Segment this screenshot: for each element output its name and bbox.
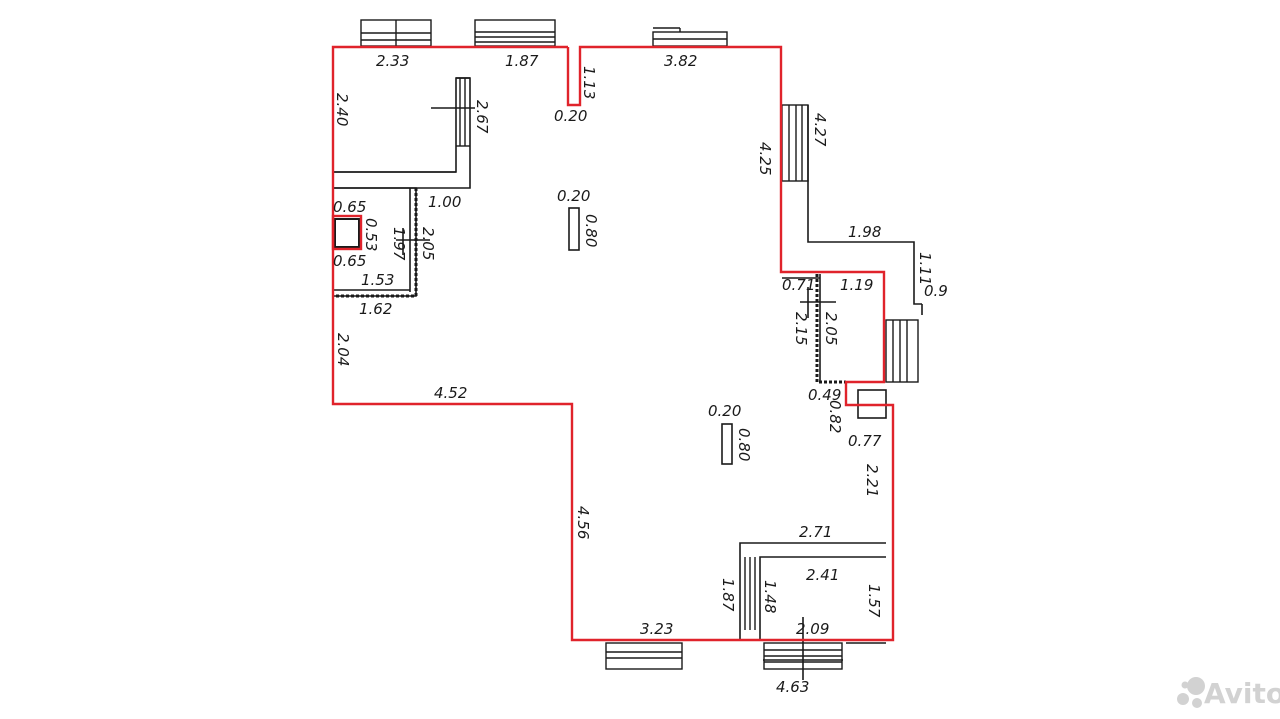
dim-3-82: 3.82 xyxy=(664,52,697,70)
balcony-outline xyxy=(807,105,922,305)
dim-4-27: 4.27 xyxy=(811,113,829,147)
bottom-right-room-outline xyxy=(739,542,886,640)
dim-0-77: 0.77 xyxy=(848,432,882,450)
window-bottom-right-room xyxy=(744,557,756,630)
dim-1-87-top: 1.87 xyxy=(505,52,539,70)
dim-0-80-col2: 0.80 xyxy=(735,428,753,461)
dim-4-63: 4.63 xyxy=(776,678,809,696)
dim-0-20-col1: 0.20 xyxy=(557,187,590,205)
dim-1-53: 1.53 xyxy=(361,271,394,289)
dim-2-15: 2.15 xyxy=(792,312,810,345)
dim-0-9: 0.9 xyxy=(924,282,948,300)
dim-0-82: 0.82 xyxy=(826,400,844,433)
watermark-text: Avito xyxy=(1204,677,1280,710)
dim-0-65-a: 0.65 xyxy=(333,198,366,216)
dim-1-97: 1.97 xyxy=(390,227,408,261)
dim-0-71: 0.71 xyxy=(782,276,815,294)
column-1 xyxy=(568,207,580,251)
left-niche-box xyxy=(334,218,360,248)
outer-wall-main xyxy=(331,45,895,642)
dim-2-40: 2.40 xyxy=(333,93,351,126)
dim-0-80-col1: 0.80 xyxy=(582,214,600,247)
dim-2-05-right: 2.05 xyxy=(822,312,840,345)
bathroom-thick-walls xyxy=(333,188,846,384)
dim-0-53: 0.53 xyxy=(362,218,380,251)
window-left-room-radiator xyxy=(456,78,470,147)
dim-2-41: 2.41 xyxy=(806,566,839,584)
dim-3-23: 3.23 xyxy=(640,620,673,638)
dim-2-67: 2.67 xyxy=(473,100,491,134)
dim-0-65-b: 0.65 xyxy=(333,252,366,270)
dim-1-98: 1.98 xyxy=(848,223,881,241)
dim-2-21: 2.21 xyxy=(863,464,881,497)
bottom-right-room-inner xyxy=(759,556,886,640)
watermark: Avito xyxy=(1177,677,1280,710)
window-top-right xyxy=(652,27,728,47)
dim-2-33: 2.33 xyxy=(376,52,409,70)
left-niche-red xyxy=(331,214,363,251)
dimension-labels: 2.33 1.87 1.13 3.82 2.40 2.67 0.20 4.27 … xyxy=(333,52,948,696)
dim-1-00: 1.00 xyxy=(428,193,461,211)
dim-4-56: 4.56 xyxy=(574,506,592,539)
dim-4-52: 4.52 xyxy=(434,384,467,402)
window-top-left xyxy=(360,19,432,47)
avito-dots-icon xyxy=(1177,677,1205,708)
window-right xyxy=(885,319,919,383)
dim-1-19: 1.19 xyxy=(840,276,873,294)
dim-4-25: 4.25 xyxy=(756,142,774,175)
dim-0-49: 0.49 xyxy=(808,386,841,404)
dim-2-05-left: 2.05 xyxy=(419,227,437,260)
left-bathroom-thick-wall xyxy=(333,188,418,298)
dim-2-04: 2.04 xyxy=(334,333,352,366)
right-bathroom-thick-wall xyxy=(815,274,846,384)
left-bathroom-outline xyxy=(333,187,417,297)
dim-1-13: 1.13 xyxy=(580,66,598,99)
dim-1-87-bottom: 1.87 xyxy=(719,578,737,612)
windows xyxy=(360,19,919,670)
dim-1-11: 1.11 xyxy=(916,252,934,285)
dim-1-57: 1.57 xyxy=(865,584,883,618)
dim-1-62: 1.62 xyxy=(359,300,392,318)
column-2 xyxy=(721,423,733,465)
dim-2-09: 2.09 xyxy=(796,620,829,638)
window-top-middle xyxy=(474,19,556,47)
dim-0-20-col2: 0.20 xyxy=(708,402,741,420)
dim-0-20-notch: 0.20 xyxy=(554,107,587,125)
window-balcony xyxy=(781,104,809,182)
outer-wall-top-left xyxy=(331,45,470,296)
window-bottom-left xyxy=(605,642,683,670)
dim-1-48: 1.48 xyxy=(761,580,779,613)
outer-walls xyxy=(331,45,895,642)
window-bottom-right xyxy=(763,642,843,670)
interior-partitions xyxy=(333,77,923,680)
dim-2-71: 2.71 xyxy=(799,523,832,541)
